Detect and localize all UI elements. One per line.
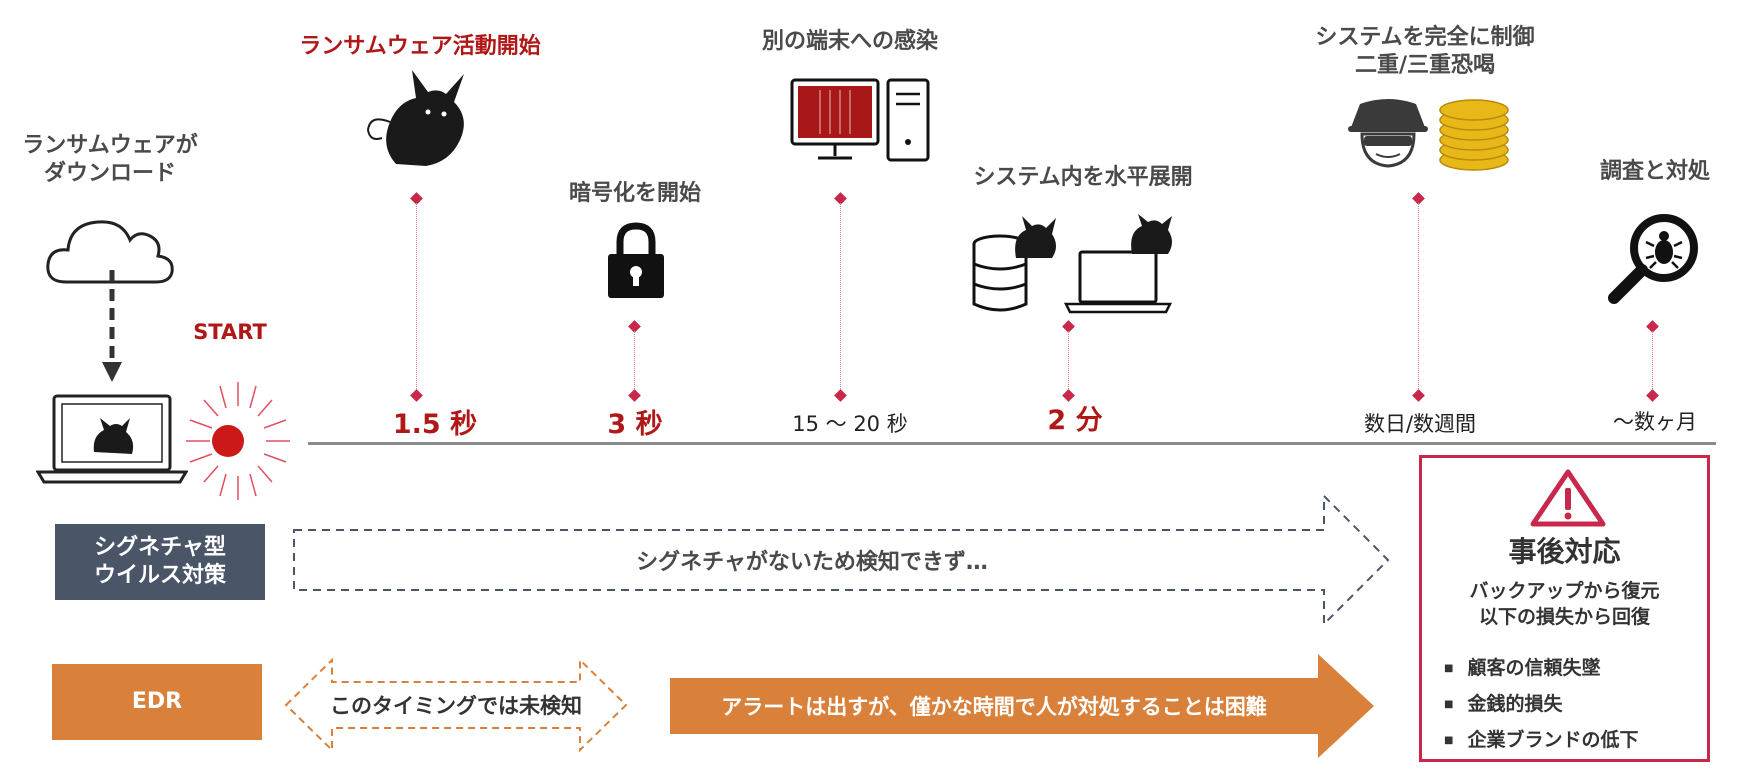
infect-marker-bottom (834, 389, 847, 402)
edr-undetected-arrow (284, 657, 628, 753)
lateral-label: システム内を水平展開 (973, 165, 1193, 190)
signature-message: シグネチャがないため検知できず… (636, 550, 988, 575)
download-label: ランサムウェアが ダウンロード (22, 133, 198, 186)
start-label: START (193, 320, 267, 344)
list-item: 金銭的損失 (1444, 689, 1638, 716)
cloud-icon (46, 220, 174, 284)
signature-dashed-arrow (293, 494, 1390, 626)
list-item: 顧客の信頼失墜 (1444, 653, 1638, 680)
edr-alert-text: アラートは出すが、僅かな時間で人が対処することは困難 (721, 695, 1267, 719)
control-time: 数日/数週間 (1363, 412, 1477, 436)
edr-alert-arrow (670, 654, 1374, 758)
encrypt-label: 暗号化を開始 (568, 181, 701, 206)
list-item: 企業ブランドの低下 (1444, 725, 1638, 752)
lateral-time: 2 分 (1047, 405, 1103, 436)
computer-icon (790, 78, 930, 162)
investigate-time: ～数ヶ月 (1613, 410, 1697, 434)
activity-connector (416, 203, 417, 393)
hacker-coins-icon (1348, 99, 1509, 171)
devil-icon (366, 70, 464, 166)
post-response-box: 事後対応 バックアップから復元 以下の損失から回復 顧客の信頼失墜 金銭的損失 … (1419, 455, 1710, 762)
infect-time: 15 ～ 20 秒 (792, 412, 908, 436)
infect-label: 別の端末への感染 (761, 29, 938, 54)
lateral-connector (1068, 331, 1069, 393)
investigate-marker-bottom (1646, 389, 1659, 402)
infected-laptop-icon (36, 394, 188, 484)
edr-undetected-text: このタイミングでは未検知 (330, 694, 582, 718)
server-laptop-icon (972, 214, 1173, 314)
investigate-connector (1652, 331, 1653, 393)
edr-label: EDR (52, 664, 262, 740)
padlock-icon (608, 222, 664, 298)
encrypt-time: 3 秒 (607, 409, 663, 440)
signature-av-label: シグネチャ型 ウイルス対策 (55, 524, 265, 600)
encrypt-connector (634, 331, 635, 393)
start-burst-icon (186, 382, 290, 500)
activity-marker-bottom (410, 389, 423, 402)
activity-time: 1.5 秒 (392, 409, 478, 440)
control-label: システムを完全に制御 二重/三重恐喝 (1315, 25, 1535, 78)
encrypt-marker-bottom (628, 389, 641, 402)
timeline-axis (308, 442, 1716, 445)
arrow-down-icon (102, 270, 122, 382)
post-response-title: 事後対応 (1508, 535, 1621, 568)
loss-list: 顧客の信頼失墜 金銭的損失 企業ブランドの低下 (1444, 653, 1638, 761)
infect-connector (840, 203, 841, 393)
post-response-subtitle: バックアップから復元 以下の損失から回復 (1469, 580, 1660, 628)
control-marker-bottom (1412, 389, 1425, 402)
magnifier-bug-icon (1608, 214, 1698, 304)
warning-icon (1530, 469, 1606, 527)
activity-label: ランサムウェア活動開始 (299, 34, 541, 59)
investigate-label: 調査と対処 (1599, 159, 1710, 184)
control-connector (1418, 203, 1419, 393)
